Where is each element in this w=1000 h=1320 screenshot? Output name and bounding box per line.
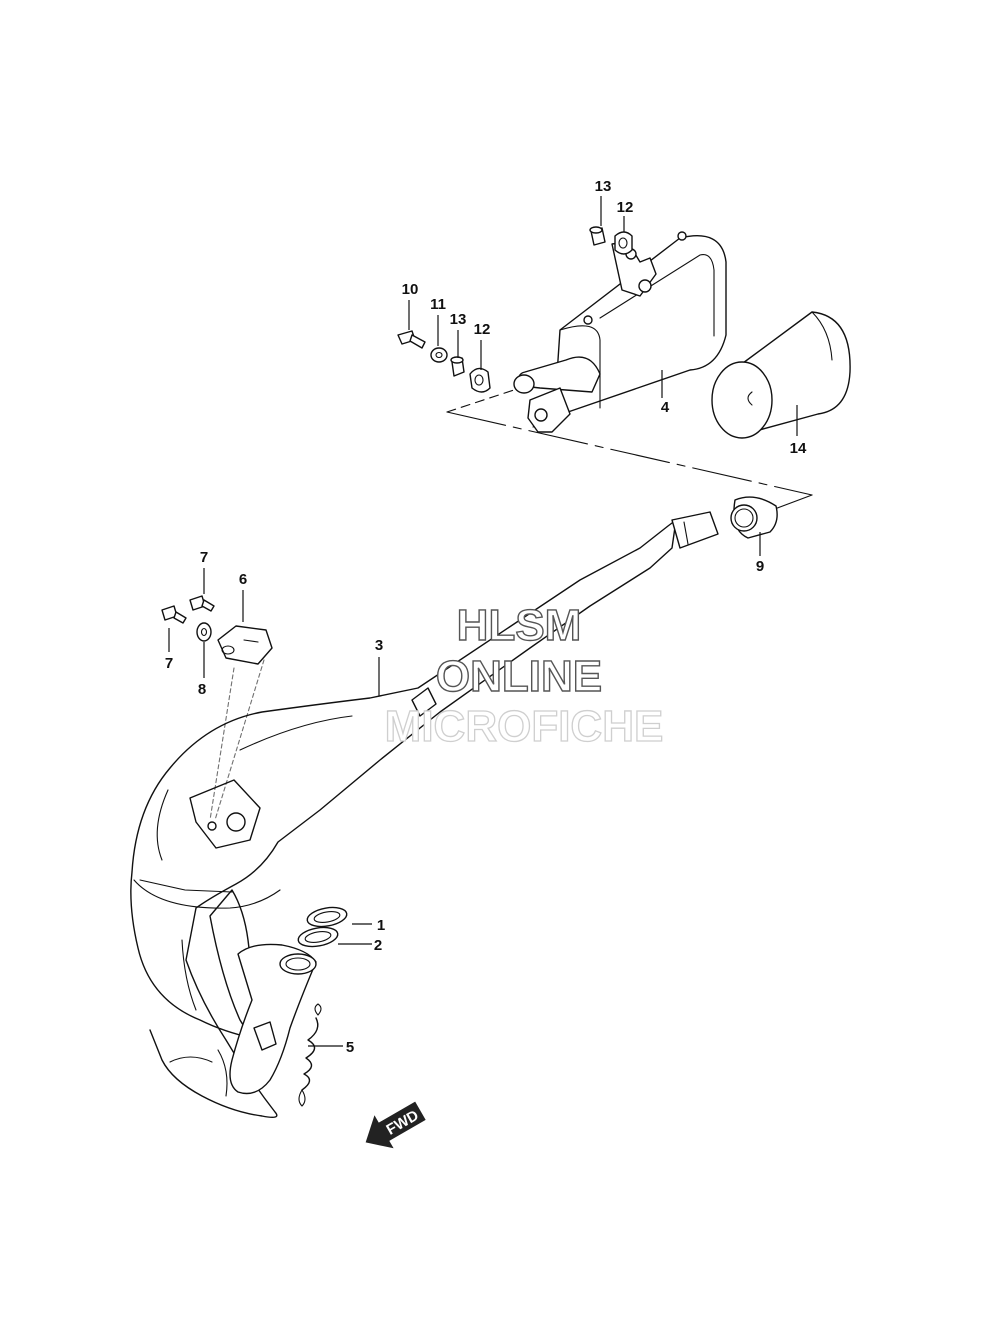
cushion-part-12-lower	[469, 367, 491, 393]
callout-2: 2	[374, 937, 382, 954]
exhaust-chamber-part-3	[130, 511, 719, 1119]
callout-7-lower: 7	[165, 655, 173, 672]
callout-1: 1	[377, 917, 385, 934]
callout-8: 8	[198, 681, 206, 698]
cushion-part-12-upper	[614, 231, 633, 255]
bracket-guide-line	[209, 659, 265, 821]
callout-13-upper: 13	[595, 178, 612, 195]
callout-12-lower: 12	[474, 321, 491, 338]
bolt-part-7-lower	[161, 605, 187, 624]
gasket-part-1	[306, 906, 348, 928]
collar-part-13-upper	[589, 226, 606, 246]
watermark-line-2: ONLINE	[436, 652, 602, 701]
bolt-part-7-upper	[189, 595, 215, 612]
callout-labels: 1 2 3 4 5 6 7 7 8 9 10 11 13 12 13 12 14	[165, 178, 807, 1056]
leader-lines	[168, 196, 798, 1047]
gasket-part-2	[297, 926, 339, 948]
watermark-line-1: HLSM	[457, 601, 582, 650]
callout-4: 4	[661, 399, 670, 416]
collar-part-13-lower	[450, 356, 465, 377]
callout-3: 3	[375, 637, 383, 654]
callout-12-upper: 12	[617, 199, 634, 216]
forward-direction-arrow: FWD	[365, 1101, 426, 1149]
muffler-part-4	[513, 231, 727, 433]
bracket-part-6	[217, 625, 273, 665]
callout-9: 9	[756, 558, 764, 575]
callout-7-upper: 7	[200, 549, 208, 566]
bolt-part-10	[397, 330, 426, 349]
silencer-packing-part-14	[711, 311, 851, 439]
watermark: HLSM ONLINE MICROFICHE	[384, 600, 664, 751]
spring-part-5	[298, 1003, 322, 1107]
connector-part-9	[730, 496, 778, 539]
callout-14: 14	[790, 440, 807, 457]
callout-6: 6	[239, 571, 247, 588]
callout-10: 10	[402, 281, 419, 298]
callout-13-lower: 13	[450, 311, 467, 328]
callout-5: 5	[346, 1039, 354, 1056]
callout-11: 11	[430, 296, 446, 313]
watermark-line-3: MICROFICHE	[385, 702, 664, 751]
washer-part-11	[430, 347, 448, 363]
washer-part-8	[196, 622, 212, 642]
